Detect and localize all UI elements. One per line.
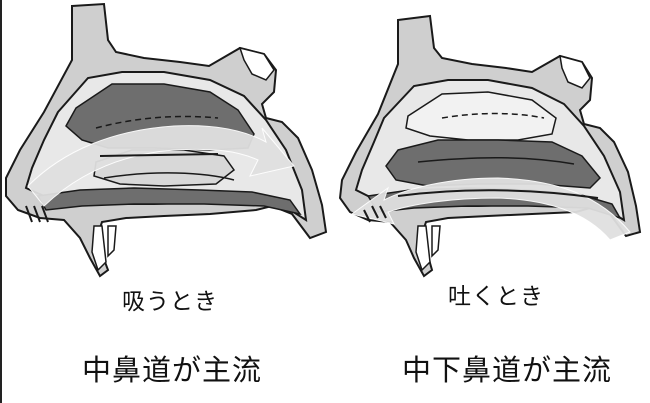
panel-caption: 吸うとき xyxy=(122,282,218,316)
nose-crosssection-inhale-illustration xyxy=(4,0,330,280)
panel-inhale: 吸うとき 中鼻道が主流 xyxy=(4,0,330,403)
panel-exhale: 吐くとき 中下鼻道が主流 xyxy=(338,0,650,403)
tooth-right xyxy=(432,226,440,256)
panel-caption: 吐くとき xyxy=(448,277,544,311)
nose-crosssection-exhale-illustration xyxy=(338,0,650,280)
panel-headline: 中下鼻道が主流 xyxy=(402,347,612,389)
panel-headline: 中鼻道が主流 xyxy=(82,347,262,389)
frame-border-left xyxy=(0,0,2,403)
tooth-right xyxy=(108,226,116,256)
